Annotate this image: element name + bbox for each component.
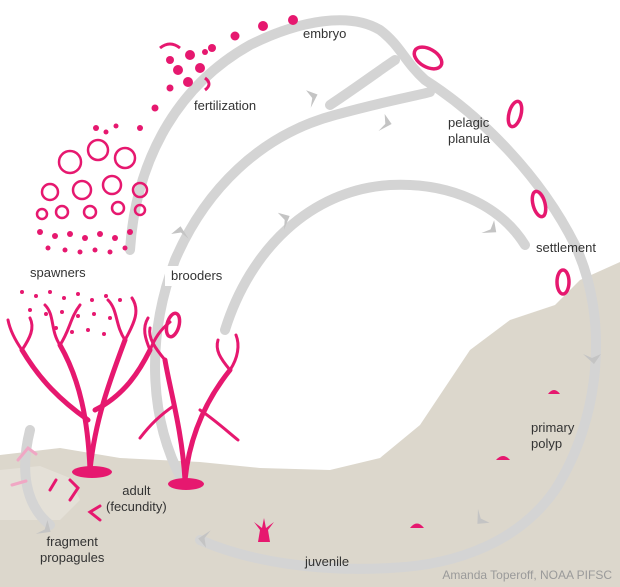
spawning-small-eggs xyxy=(20,123,133,336)
label-spawners: spawners xyxy=(24,263,92,283)
seabed xyxy=(0,262,620,587)
label-fragment-propagules: fragment propagules xyxy=(40,534,105,565)
label-primary-polyp: primary polyp xyxy=(531,420,575,451)
coral-fragments xyxy=(48,478,102,522)
polyps-and-juveniles xyxy=(254,390,560,542)
label-fertilization: fertilization xyxy=(194,98,257,113)
chevron-marker xyxy=(378,114,392,131)
image-credit: Amanda Toperoff, NOAA PIFSC xyxy=(442,568,612,582)
fading-fragments xyxy=(10,445,38,487)
chevron-marker xyxy=(481,220,497,233)
fragment-arrow xyxy=(20,425,55,530)
label-settlement: settlement xyxy=(536,240,596,255)
chevron-marker xyxy=(583,354,601,364)
chevron-marker xyxy=(277,212,290,230)
spawning-eggs xyxy=(35,138,149,221)
outer-cycle-arrow xyxy=(125,15,602,574)
label-brooders: brooders xyxy=(165,266,229,286)
planula-larvae xyxy=(164,45,571,339)
label-pelagic-planula: pelagic planula xyxy=(448,115,490,146)
label-adult: adult (fecundity) xyxy=(106,483,167,514)
brooder-cycle-arrow xyxy=(150,87,435,485)
embryo-branch xyxy=(325,55,400,110)
chevron-marker xyxy=(171,226,189,239)
label-juvenile: juvenile xyxy=(305,554,350,569)
fertilization-cluster xyxy=(159,42,211,92)
chevron-marker xyxy=(35,520,51,534)
chevron-marker xyxy=(198,530,211,548)
embryo-dots xyxy=(137,15,298,131)
adult-corals xyxy=(6,296,240,490)
label-embryo: embryo xyxy=(303,26,347,41)
chevron-marker xyxy=(477,509,490,524)
seabed-light xyxy=(0,466,80,520)
inner-cycle-arrow xyxy=(220,179,530,335)
chevron-marker xyxy=(306,90,318,108)
